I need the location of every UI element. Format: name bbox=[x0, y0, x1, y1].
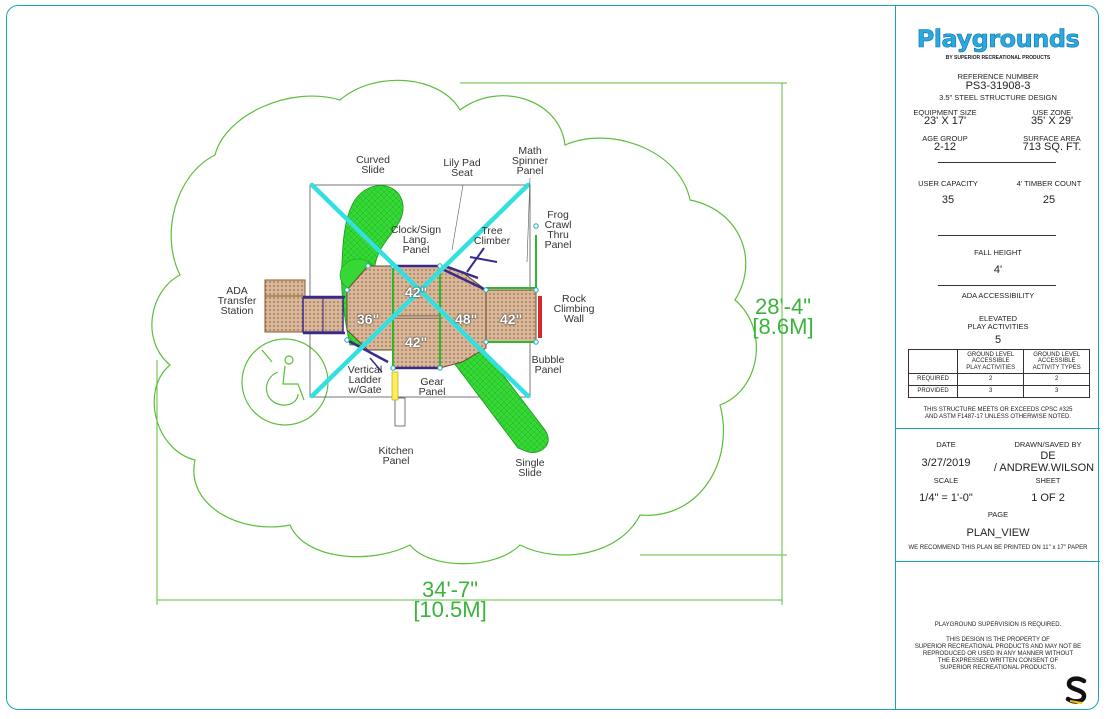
width-dimension-label: 34'-7" [10.5M] bbox=[395, 577, 505, 622]
playgrounds-logo: Playgrounds bbox=[916, 25, 1080, 54]
timber-count: 25 bbox=[1042, 194, 1056, 206]
timber-count-label: 4' TIMBER COUNT bbox=[1016, 179, 1082, 188]
table-row-label: REQUIRED bbox=[908, 373, 958, 386]
fall-height-label: FALL HEIGHT bbox=[974, 248, 1022, 257]
table-row-label: PROVIDED bbox=[908, 385, 958, 398]
use-zone-outline bbox=[151, 79, 757, 565]
surface-area-label: SURFACE AREA bbox=[1023, 134, 1081, 143]
table-cell: 3 bbox=[1023, 385, 1090, 398]
use-zone: 35' X 29' bbox=[1030, 115, 1074, 127]
deck-height-48: 48" bbox=[455, 311, 478, 327]
label-bubble-panel: Bubble Panel bbox=[531, 354, 565, 376]
compliance-note: THIS STRUCTURE MEETS OR EXCEEDS CPSC #32… bbox=[923, 407, 1073, 420]
label-rock-climbing-wall: Rock Climbing Wall bbox=[553, 293, 595, 325]
width-meters: [10.5M] bbox=[413, 597, 487, 622]
deck-height-42-right: 42" bbox=[500, 311, 523, 327]
print-note: WE RECOMMEND THIS PLAN BE PRINTED ON 11"… bbox=[908, 545, 1088, 551]
label-vertical-ladder: Vertical Ladder w/Gate bbox=[347, 364, 383, 396]
table-cell: 3 bbox=[956, 385, 1025, 398]
age-group-label: AGE GROUP bbox=[922, 134, 968, 143]
deck-height-42-top: 42" bbox=[405, 284, 428, 300]
table-header: GROUND LEVEL ACCESSIBLE PLAY ACTIVITIES bbox=[956, 349, 1025, 374]
drawn-by-label: DRAWN/SAVED BY bbox=[1014, 440, 1082, 449]
section-divider bbox=[896, 428, 1100, 429]
divider bbox=[938, 235, 1056, 236]
ada-accessibility-label: ADA ACCESSIBILITY bbox=[961, 291, 1035, 300]
supervision-note: PLAYGROUND SUPERVISION IS REQUIRED. bbox=[934, 622, 1062, 628]
divider bbox=[938, 162, 1056, 163]
accessibility-table: GROUND LEVEL ACCESSIBLE PLAY ACTIVITIES … bbox=[908, 349, 1090, 398]
drawn-initials: DE bbox=[1040, 450, 1056, 462]
elevated-activities: 5 bbox=[994, 334, 1002, 346]
height-meters: [8.6M] bbox=[752, 314, 814, 339]
superior-s-logo bbox=[1065, 676, 1087, 704]
plan-view-drawing bbox=[151, 79, 787, 605]
label-clock-sign-lang-panel: Clock/Sign Lang. Panel bbox=[390, 224, 442, 256]
date: 3/27/2019 bbox=[921, 457, 971, 469]
date-label: DATE bbox=[936, 440, 956, 449]
surface-area: 713 SQ. FT. bbox=[1022, 141, 1082, 153]
age-group: 2-12 bbox=[933, 141, 957, 153]
label-math-spinner-panel: Math Spinner Panel bbox=[511, 145, 549, 177]
single-slide bbox=[447, 341, 549, 453]
use-zone-label: USE ZONE bbox=[1032, 108, 1072, 117]
equipment-size: 23' X 17' bbox=[923, 115, 967, 127]
equipment-size-label: EQUIPMENT SIZE bbox=[913, 108, 977, 117]
reference-number: PS3-31908-3 bbox=[965, 80, 1031, 92]
table-corner-cell bbox=[908, 349, 958, 374]
width-feet: 34'-7" bbox=[421, 577, 479, 602]
label-tree-climber: Tree Climber bbox=[473, 225, 511, 247]
reference-label: REFERENCE NUMBER bbox=[957, 72, 1039, 81]
label-lily-pad-seat: Lily Pad Seat bbox=[443, 157, 481, 179]
height-feet: 28'-4" bbox=[754, 294, 812, 319]
page-label: PAGE bbox=[987, 510, 1009, 519]
sheet: 1 OF 2 bbox=[1031, 492, 1065, 504]
sheet-label: SHEET bbox=[1035, 476, 1061, 485]
scale: 1/4" = 1'-0" bbox=[919, 492, 973, 504]
label-ada-transfer-station: ADA Transfer Station bbox=[217, 285, 257, 317]
table-cell: 2 bbox=[956, 373, 1025, 386]
height-dimension bbox=[460, 82, 787, 560]
drawing-frame bbox=[6, 5, 1099, 710]
user-capacity: 35 bbox=[941, 194, 955, 206]
divider bbox=[938, 285, 1056, 286]
label-gear-panel: Gear Panel bbox=[418, 376, 446, 398]
section-divider bbox=[896, 561, 1100, 562]
deck-height-42-bottom: 42" bbox=[405, 334, 428, 350]
label-frog-crawl-thru-panel: Frog Crawl Thru Panel bbox=[544, 209, 572, 251]
label-curved-slide: Curved Slide bbox=[356, 154, 390, 176]
logo-subtitle: BY SUPERIOR RECREATIONAL PRODUCTS bbox=[945, 55, 1051, 61]
table-cell: 2 bbox=[1023, 373, 1090, 386]
height-dimension-label: 28'-4" [8.6M] bbox=[738, 294, 828, 339]
drawn-name: / ANDREW.WILSON bbox=[993, 462, 1095, 474]
page: PLAN_VIEW bbox=[966, 527, 1030, 539]
fall-height: 4' bbox=[993, 264, 1003, 276]
elevated-activities-label: ELEVATED PLAY ACTIVITIES bbox=[967, 314, 1029, 331]
ada-symbol bbox=[241, 338, 329, 426]
user-capacity-label: USER CAPACITY bbox=[918, 179, 978, 188]
label-single-slide: Single Slide bbox=[515, 457, 545, 479]
scale-label: SCALE bbox=[933, 476, 959, 485]
property-notice: THIS DESIGN IS THE PROPERTY OF SUPERIOR … bbox=[914, 637, 1082, 671]
design-description: 3.5" STEEL STRUCTURE DESIGN bbox=[939, 93, 1057, 102]
cancel-cross bbox=[309, 182, 531, 399]
table-header: GROUND LEVEL ACCESSIBLE ACTIVITY TYPES bbox=[1023, 349, 1090, 374]
ada-transfer-station bbox=[264, 279, 345, 335]
label-kitchen-panel: Kitchen Panel bbox=[378, 445, 414, 467]
title-block: Playgrounds BY SUPERIOR RECREATIONAL PRO… bbox=[895, 5, 1100, 710]
deck-height-36: 36" bbox=[357, 311, 380, 327]
